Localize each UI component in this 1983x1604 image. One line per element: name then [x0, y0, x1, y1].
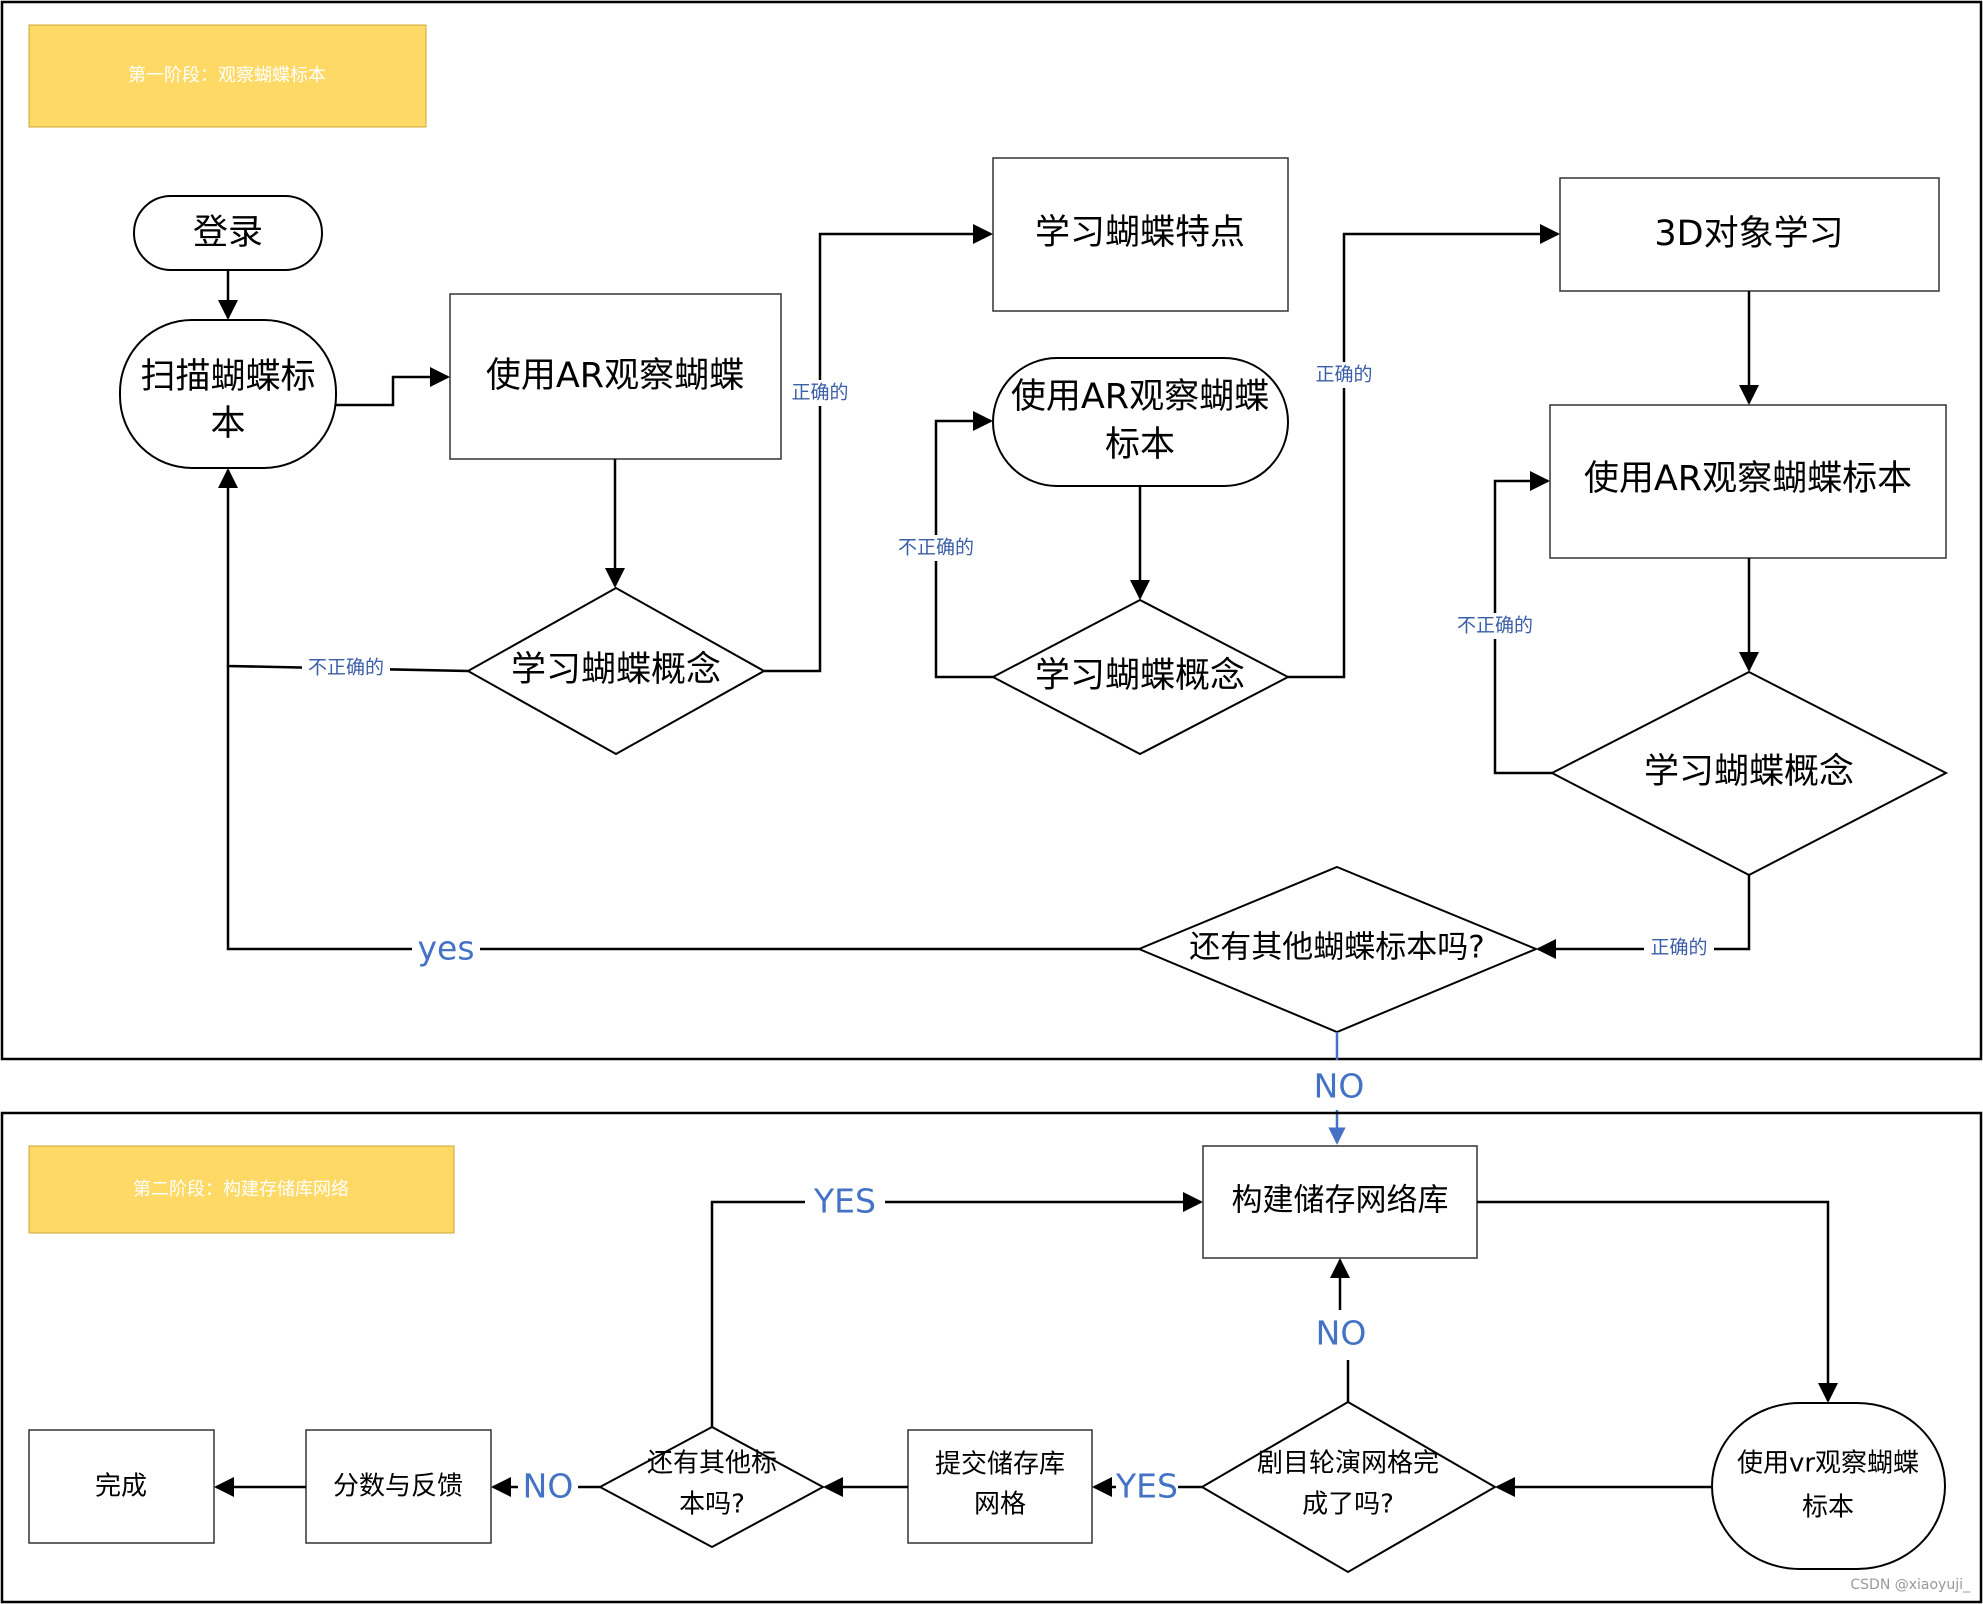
stage1-title: 第一阶段：观察蝴蝶标本 — [128, 65, 326, 86]
label-correct-a: 正确的 — [791, 382, 848, 404]
vr-observe-label-1: 使用vr观察蝴蝶 — [1737, 1449, 1919, 1479]
score-feedback-node — [305, 1429, 492, 1544]
object3d-node — [1559, 177, 1940, 292]
edge-concept-a-scan — [218, 468, 469, 673]
stage2-frame — [0, 1111, 1983, 1604]
edge-concept-a-features — [764, 224, 993, 673]
vr-observe-node — [1711, 1402, 1946, 1570]
stage1-banner — [28, 24, 427, 128]
label-incorrect-c: 不正确的 — [1457, 615, 1533, 637]
login-label: 登录 — [193, 213, 263, 253]
label-incorrect-a: 不正确的 — [308, 657, 384, 679]
label-bg — [892, 535, 980, 561]
scan-specimen-label-1: 扫描蝴蝶标 — [140, 357, 315, 397]
concept-decision-c-label: 学习蝴蝶概念 — [1644, 752, 1854, 792]
label-bg — [412, 929, 480, 969]
object3d-label: 3D对象学习 — [1654, 214, 1843, 254]
edge-build-vr — [1477, 1200, 1838, 1403]
edge-more-yes — [226, 666, 1139, 951]
ar-specimen-label-2: 标本 — [1105, 425, 1175, 465]
label-bg — [1309, 362, 1379, 388]
edge-scan-ar — [336, 367, 450, 407]
rotation-label-2: 成了吗? — [1302, 1490, 1394, 1520]
label-yes: yes — [417, 929, 474, 968]
ar-observe-node — [449, 293, 782, 460]
stage2-banner — [28, 1145, 455, 1234]
concept-decision-b-label: 学习蝴蝶概念 — [1035, 656, 1245, 696]
concept-decision-b — [990, 598, 1291, 756]
label-bg — [302, 654, 390, 680]
features-node — [992, 157, 1289, 312]
label-no: NO — [1314, 1067, 1365, 1106]
ar-observe-label: 使用AR观察蝴蝶 — [486, 356, 744, 396]
build-network-node — [1202, 1145, 1478, 1259]
edge-more-yes-a — [710, 1200, 805, 1427]
label-no-score: NO — [523, 1467, 574, 1506]
vr-observe-label-2: 标本 — [1802, 1493, 1854, 1523]
concept-decision-a-label: 学习蝴蝶概念 — [511, 650, 721, 690]
label-correct-c: 正确的 — [1650, 937, 1707, 959]
ar-specimen2-node — [1549, 404, 1947, 559]
watermark: CSDN @xiaoyuji_ — [1850, 1577, 1971, 1593]
more-specimens2-label-2: 本吗? — [679, 1490, 745, 1520]
label-incorrect-b: 不正确的 — [898, 537, 974, 559]
ar-specimen2-label: 使用AR观察蝴蝶标本 — [1584, 459, 1912, 499]
label-no-up: NO — [1316, 1314, 1367, 1353]
submit-grid-label-2: 网格 — [974, 1490, 1026, 1520]
ar-specimen-label-1: 使用AR观察蝴蝶 — [1011, 377, 1269, 417]
more-specimens2-decision — [597, 1425, 826, 1549]
stage2-title: 第二阶段：构建存储库网络 — [133, 1179, 349, 1200]
rotation-decision — [1200, 1400, 1497, 1574]
label-yes-loop: YES — [813, 1182, 876, 1221]
done-label: 完成 — [95, 1472, 147, 1502]
rotation-label-1: 剧目轮演网格完 — [1257, 1449, 1439, 1479]
features-label: 学习蝴蝶特点 — [1035, 213, 1245, 253]
score-feedback-label: 分数与反馈 — [333, 1472, 463, 1502]
more-specimens2-label-1: 还有其他标 — [647, 1449, 777, 1479]
stage1-frame — [0, 0, 1983, 1061]
label-correct-b: 正确的 — [1315, 364, 1372, 386]
submit-grid-label-1: 提交储存库 — [935, 1450, 1065, 1480]
done-node — [28, 1429, 215, 1544]
label-bg — [1451, 613, 1539, 639]
edge-concept-b-3d — [1288, 224, 1560, 679]
submit-grid-node — [907, 1429, 1093, 1544]
label-bg — [1644, 935, 1714, 961]
label-yes-submit: YES — [1115, 1467, 1178, 1506]
label-bg — [785, 380, 855, 406]
build-network-label: 构建储存网络库 — [1232, 1183, 1449, 1219]
more-specimens-label: 还有其他蝴蝶标本吗? — [1189, 930, 1484, 966]
concept-decision-a — [465, 586, 767, 756]
edge-concept-c-more — [1536, 875, 1751, 959]
scan-specimen-label-2: 本 — [210, 404, 245, 444]
